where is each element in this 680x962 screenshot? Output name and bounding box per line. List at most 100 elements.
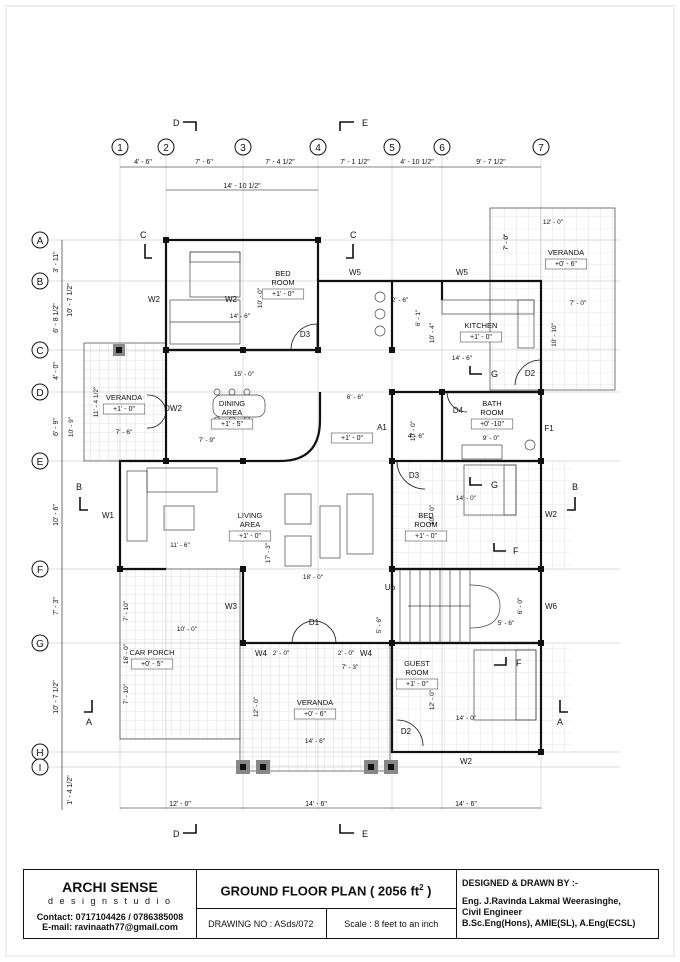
misc-dimensions: 18' - 0" 7' - 3" 2' - 0" 2' - 0" 5' - 6"…: [68, 233, 587, 704]
room-name: AREA: [222, 408, 242, 417]
room-width-dim: 9' - 0": [483, 435, 500, 442]
svg-text:10' - 6": 10' - 6": [53, 504, 60, 526]
bed-1: [189, 251, 241, 298]
door-d2-2: [396, 719, 424, 747]
sheet-border: [5, 5, 675, 957]
svg-text:7' - 3": 7' - 3": [342, 664, 359, 671]
svg-text:3: 3: [240, 143, 246, 154]
room-name: BED: [275, 269, 291, 278]
svg-text:E: E: [37, 457, 44, 468]
engineer-qualifications: B.Sc.Eng(Hons), AMIE(SL), A.Eng(ECSL): [462, 918, 636, 928]
room-name: AREA: [240, 520, 260, 529]
svg-text:7' - 10": 7' - 10": [123, 600, 130, 621]
room-width-dim: 14' - 0": [456, 715, 477, 722]
tag-d2: D2: [525, 369, 536, 378]
svg-text:6' - 0": 6' - 0": [517, 597, 524, 614]
company-tagline: d e s i g n s t u d i o: [47, 896, 173, 906]
svg-text:6' - 8 1/2": 6' - 8 1/2": [53, 303, 60, 333]
engineer-title: Civil Engineer: [462, 907, 523, 917]
room-veranda_l: VERANDA+1' - 0"7' - 6"11' - 4 1/2": [93, 386, 146, 436]
floor-level: +0' - 6": [555, 261, 577, 268]
tag-d2: D2: [401, 727, 412, 736]
svg-text:E: E: [362, 829, 368, 839]
tag-w2: W2: [545, 510, 558, 519]
tag-up: Up: [385, 583, 396, 592]
drawing-number: DRAWING NO : ASds/072: [196, 909, 327, 939]
grid-bubble-2: 2: [157, 138, 175, 156]
svg-text:G: G: [491, 369, 498, 379]
tag-w2: W2: [225, 295, 238, 304]
svg-text:18' - 0": 18' - 0": [303, 574, 324, 581]
company-name: ARCHI SENSE: [62, 879, 158, 895]
room-depth-dim: 10' - 4": [429, 322, 436, 343]
tag-d4: D4: [453, 406, 464, 415]
room-carporch: CAR PORCH+0' - 5"10' - 0"16' - 0": [123, 626, 198, 670]
svg-text:2' - 6": 2' - 6": [392, 297, 409, 304]
svg-text:3' - 11": 3' - 11": [53, 251, 60, 273]
svg-text:10' - 7 1/2": 10' - 7 1/2": [53, 680, 60, 714]
svg-text:F: F: [37, 565, 43, 576]
svg-text:G: G: [36, 639, 44, 650]
svg-text:C: C: [140, 230, 147, 240]
svg-text:7: 7: [538, 143, 544, 154]
svg-text:5' - 6": 5' - 6": [498, 620, 515, 627]
svg-text:A: A: [86, 717, 92, 727]
svg-text:10' - 10": 10' - 10": [551, 322, 558, 346]
section-marker-G-2: G: [469, 477, 498, 490]
contact-phone: Contact: 0717104426 / 0786385008: [36, 912, 184, 922]
floor-level: +1' - 0": [272, 291, 294, 298]
left-dimension-chain: 3' - 11" 10' - 7 1/2" 6' - 8 1/2" 4' - 0…: [53, 240, 74, 810]
level-box: [330, 432, 374, 444]
engineer-name: Eng. J.Ravinda Lakmal Weerasinghe,: [462, 896, 621, 906]
svg-text:I: I: [39, 763, 42, 774]
room-depth-dim: 7' - 0": [503, 233, 510, 250]
room-name: GUEST: [404, 659, 430, 668]
tag-w4: W4: [255, 649, 268, 658]
svg-text:2' - 0": 2' - 0": [338, 650, 355, 657]
grid-bubble-5: 5: [383, 138, 401, 156]
section-marker-E-bottom: E: [339, 824, 368, 839]
section-marker-E-top: E: [339, 118, 368, 131]
section-marker-B-right: B: [567, 482, 578, 511]
bottom-dimension-chain: 12' - 0" 14' - 6" 14' - 6": [120, 801, 541, 809]
level-box: [102, 403, 146, 415]
room-veranda_tr: VERANDA+0' - 6"12' - 0"7' - 0": [503, 219, 588, 270]
title-block: ARCHI SENSE d e s i g n s t u d i o Cont…: [23, 869, 659, 939]
floor-level: +1' - 0": [341, 435, 363, 442]
svg-text:10' - 0": 10' - 0": [410, 420, 417, 441]
level-box: [395, 678, 439, 690]
room-name: CAR PORCH: [129, 648, 174, 657]
tag-w2: W2: [460, 757, 473, 766]
room-depth-dim: 16' - 0": [123, 643, 130, 664]
level-box: [459, 331, 503, 343]
svg-text:F: F: [516, 658, 522, 668]
svg-text:6: 6: [439, 143, 445, 154]
svg-text:7' - 10": 7' - 10": [123, 683, 130, 704]
svg-text:5: 5: [389, 143, 395, 154]
room-veranda_b: VERANDA+0' - 6"14' - 6"12' - 0": [253, 696, 337, 745]
floor-level: +1' - 0": [239, 533, 261, 540]
svg-text:4' - 6": 4' - 6": [134, 159, 152, 166]
room-name: VERANDA: [548, 248, 584, 257]
floor-level: +1' - 0": [415, 533, 437, 540]
svg-text:7' - 0": 7' - 0": [503, 233, 510, 250]
svg-text:B: B: [76, 482, 82, 492]
level-box: [261, 288, 305, 300]
designer-cell: DESIGNED & DRAWN BY :- Eng. J.Ravinda La…: [456, 870, 658, 938]
room-width-dim: 14' - 6": [452, 355, 473, 362]
tag-d1: D1: [309, 618, 320, 627]
room-name: ROOM: [405, 668, 428, 677]
tag-a1: A1: [377, 423, 387, 432]
svg-text:7' - 6": 7' - 6": [195, 159, 213, 166]
svg-text:C: C: [36, 346, 43, 357]
svg-text:7' - 0": 7' - 0": [570, 300, 587, 307]
top-dimension-chain: 4' - 6" 7' - 6" 7' - 4 1/2" 7' - 1 1/2" …: [120, 159, 541, 191]
svg-text:F: F: [513, 546, 519, 556]
tag-w3: W3: [225, 602, 238, 611]
svg-text:2' - 0": 2' - 0": [273, 650, 290, 657]
svg-text:E: E: [362, 118, 368, 128]
grid-bubble-6: 6: [433, 138, 451, 156]
